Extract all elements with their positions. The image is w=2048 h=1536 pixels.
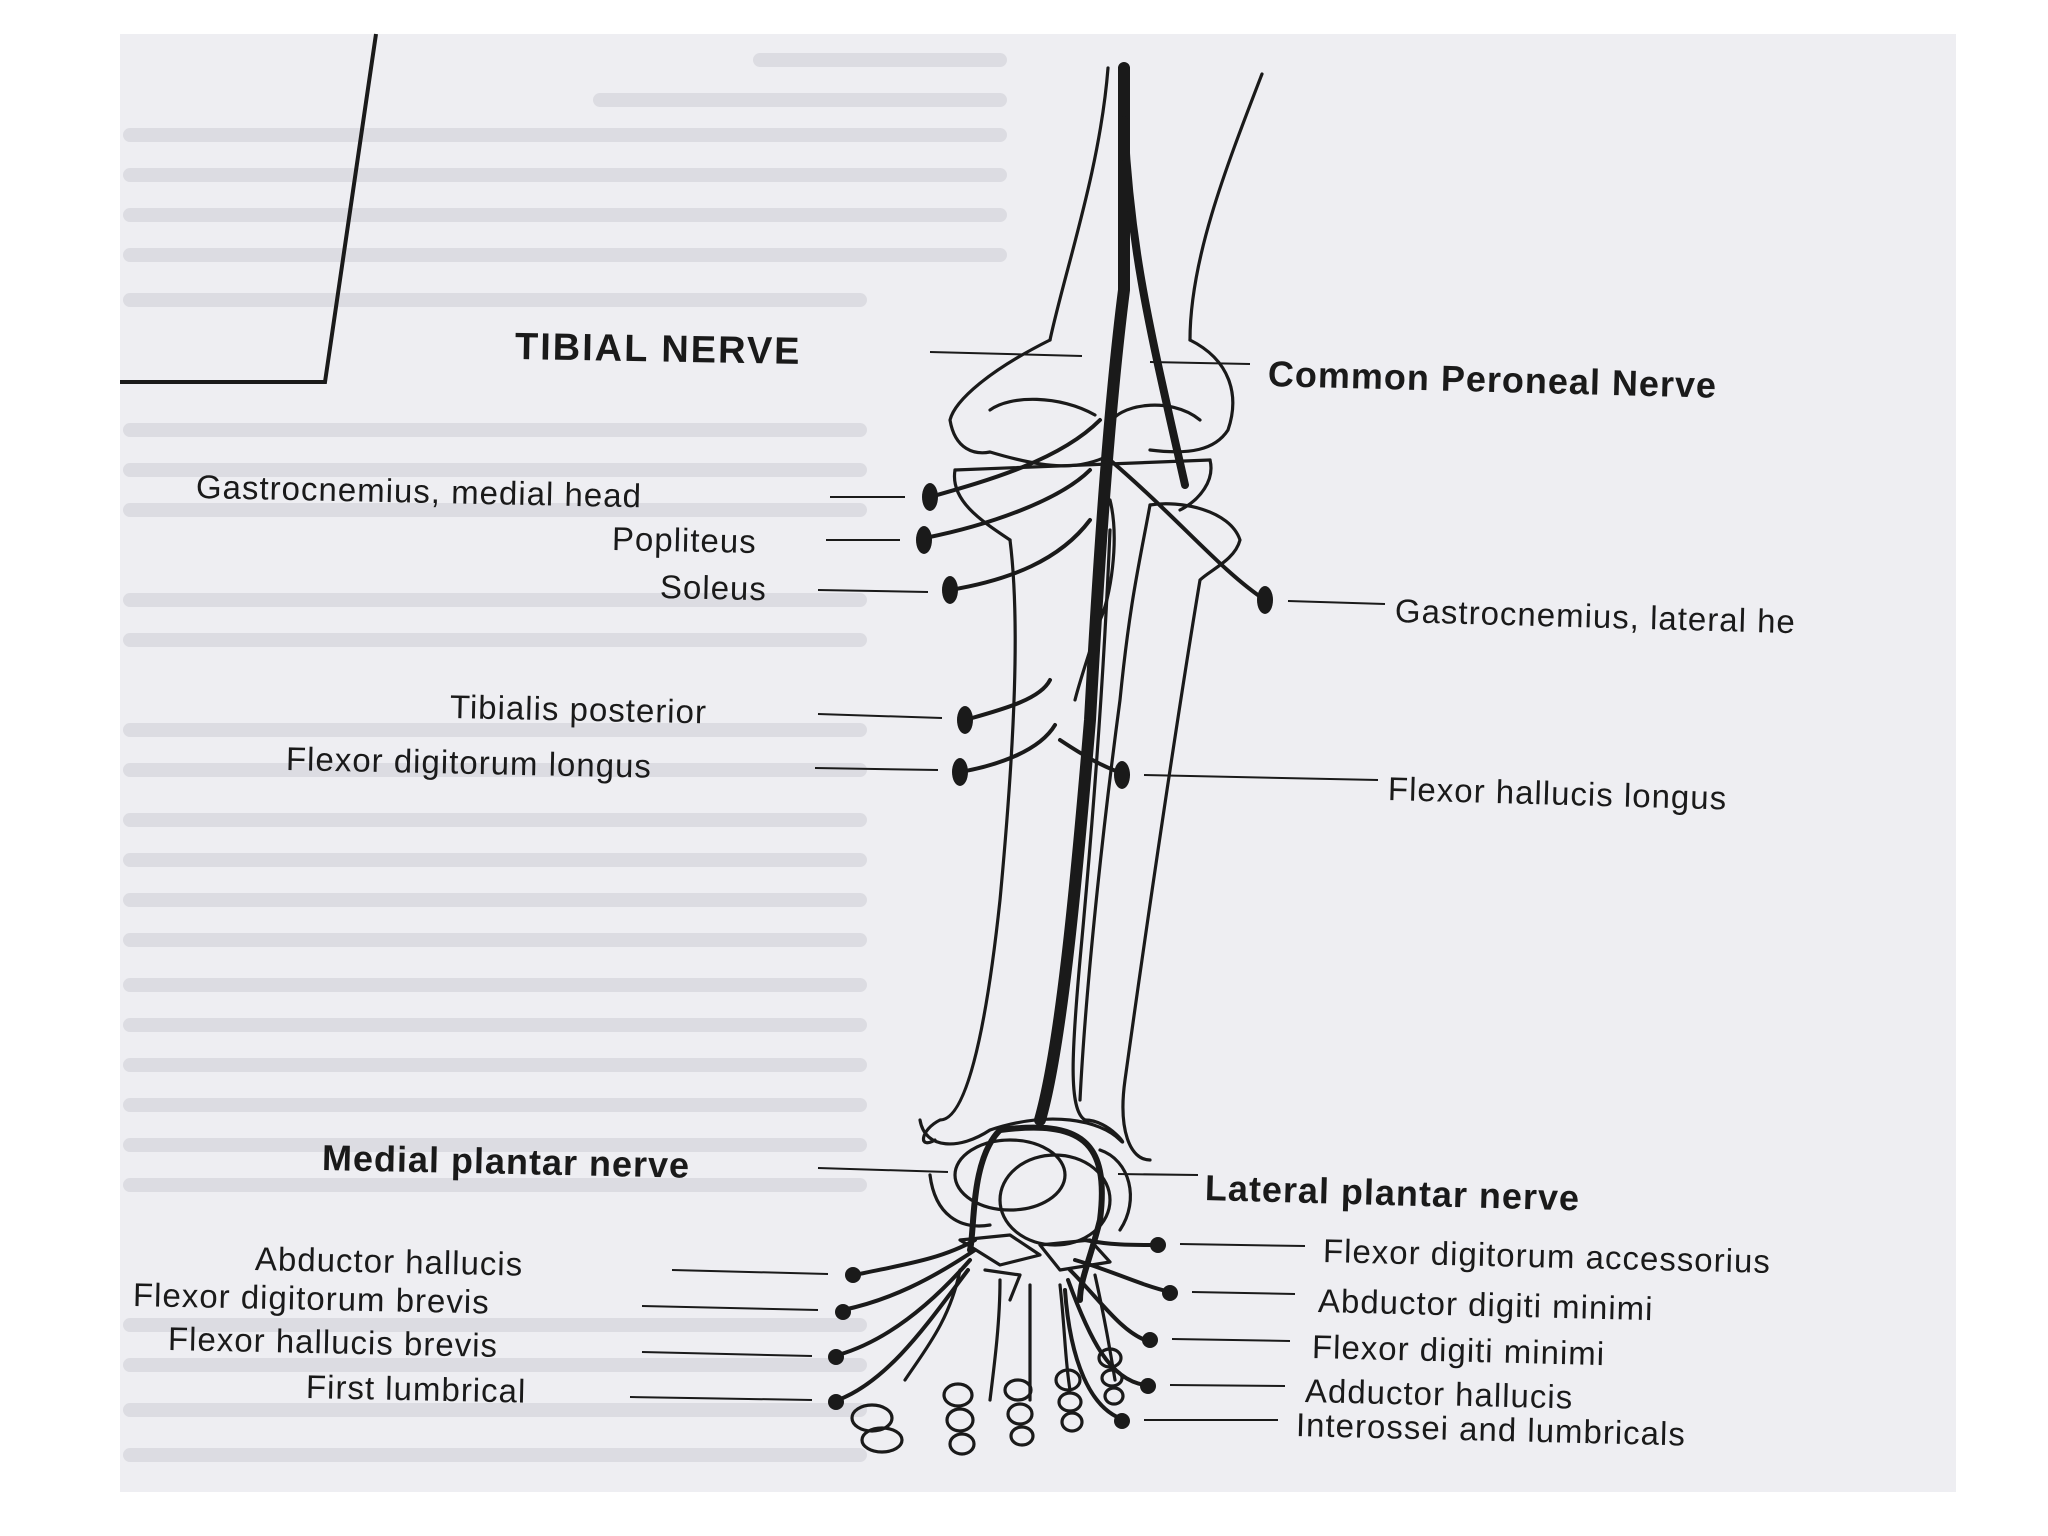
- phalanx-4b: [1057, 1391, 1083, 1413]
- phalanx-2c: [948, 1432, 976, 1456]
- branch-adductor-hallucis: [1066, 1278, 1147, 1387]
- phalanx-2b: [945, 1407, 975, 1433]
- lateral-plantar-nerve: [997, 1124, 1105, 1303]
- branch-abductor-hallucis: [853, 1238, 977, 1277]
- label-flexor-digitorum-longus: Flexor digitorum longus: [285, 740, 653, 785]
- branch-tibialis-posterior: [963, 678, 1052, 722]
- condyle-detail-1: [988, 397, 1097, 417]
- tibia-head-medial: [952, 468, 1012, 542]
- label-interossei-and-lumbricals: Interossei and lumbricals: [1295, 1406, 1687, 1453]
- tibia-head-lateral: [1178, 458, 1213, 512]
- branch-soleus: [948, 518, 1092, 592]
- leader-lines: [629, 351, 1386, 1421]
- branch-fdb: [841, 1248, 977, 1312]
- branch-fhb: [836, 1258, 972, 1357]
- nerves: [836, 62, 1267, 1422]
- branch-popliteus: [923, 468, 1092, 540]
- branch-first-lumbrical: [836, 1268, 970, 1402]
- label-first-lumbrical: First lumbrical: [305, 1368, 527, 1410]
- label-flexor-digitorum-brevis: Flexor digitorum brevis: [132, 1276, 491, 1321]
- box-corner-line: [120, 33, 378, 384]
- navicular-bone: [953, 1138, 1067, 1212]
- muscle-endpoints: [828, 483, 1273, 1429]
- phalanx-5c: [1103, 1386, 1125, 1406]
- metatarsal-4: [1058, 1283, 1072, 1392]
- leg-bones: [850, 66, 1264, 1456]
- label-gastrocnemius-medial-head: Gastrocnemius, medial head: [195, 468, 643, 515]
- tibial-nerve-trunk: [1034, 62, 1130, 1126]
- branch-fda: [1083, 1238, 1157, 1247]
- fibula-outer: [1121, 502, 1242, 1162]
- cuneiform-1: [958, 1233, 1042, 1267]
- label-soleus: Soleus: [659, 568, 768, 608]
- branch-gastroc-medial: [928, 418, 1102, 499]
- tarsal-outline-1: [928, 1173, 992, 1228]
- tibia-lateral-edge: [1071, 528, 1112, 1122]
- label-flexor-digiti-minimi: Flexor digiti minimi: [1311, 1328, 1606, 1373]
- branch-fdm: [1068, 1268, 1147, 1342]
- branch-adm: [1073, 1258, 1172, 1294]
- label-medial-plantar-nerve: Medial plantar nerve: [321, 1137, 691, 1186]
- condyle-detail-2: [1108, 403, 1202, 427]
- phalanx-4c: [1060, 1411, 1084, 1433]
- branch-gastroc-lateral: [1108, 458, 1267, 602]
- tibial-nerve-title: TIBIAL NERVE: [514, 326, 802, 373]
- tibia-medial-edge: [922, 538, 1017, 1145]
- branch-fdl: [958, 723, 1057, 774]
- phalanx-3a: [1003, 1378, 1033, 1402]
- lateral-condyle: [1148, 338, 1235, 454]
- phalanx-4a: [1054, 1368, 1082, 1392]
- phalanx-3c: [1009, 1425, 1035, 1447]
- label-lateral-plantar-nerve: Lateral plantar nerve: [1204, 1167, 1581, 1219]
- label-popliteus: Popliteus: [611, 520, 758, 561]
- tarsal-outline-2: [1098, 1148, 1132, 1232]
- label-abductor-hallucis: Abductor hallucis: [254, 1240, 524, 1283]
- medial-condyle: [948, 338, 1112, 468]
- phalanx-1b: [860, 1426, 904, 1454]
- cuneiform-2: [1038, 1238, 1112, 1272]
- phalanx-5b: [1100, 1368, 1124, 1388]
- label-abductor-digiti-minimi: Abductor digiti minimi: [1317, 1282, 1654, 1328]
- phalanx-3b: [1006, 1402, 1034, 1426]
- talus-bone: [998, 1153, 1112, 1247]
- cuneiform-3: [983, 1268, 1022, 1302]
- label-tibialis-posterior: Tibialis posterior: [449, 688, 708, 731]
- tibia-distal-end: [918, 1117, 1125, 1146]
- phalanx-2a: [942, 1382, 974, 1408]
- metatarsal-2: [988, 1278, 1002, 1402]
- label-flexor-hallucis-longus: Flexor hallucis longus: [1387, 770, 1728, 817]
- femur-lateral-outline: [1188, 72, 1264, 342]
- fibula-inner: [1078, 503, 1152, 1102]
- common-peroneal-nerve: [1120, 116, 1189, 489]
- label-flexor-hallucis-brevis: Flexor hallucis brevis: [167, 1320, 499, 1364]
- bleed-through-text: [123, 53, 1007, 1462]
- tibial-plateau: [953, 458, 1212, 472]
- branch-interossei: [1063, 1288, 1127, 1422]
- femur-medial-outline: [1048, 66, 1110, 342]
